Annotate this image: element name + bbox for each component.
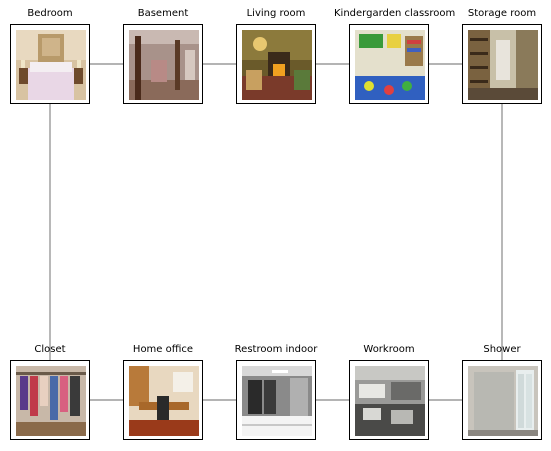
node-label: Workroom — [363, 344, 415, 355]
storage-room-photo — [468, 30, 538, 100]
classroom-photo — [355, 30, 425, 100]
restroom-photo — [242, 366, 312, 436]
home-office-photo — [129, 366, 199, 436]
node-frame — [123, 24, 203, 104]
node-frame — [236, 360, 316, 440]
bedroom-photo — [16, 30, 86, 100]
node-frame — [349, 360, 429, 440]
living-room-photo — [242, 30, 312, 100]
node-frame — [349, 24, 429, 104]
node-frame — [10, 360, 90, 440]
node-frame — [462, 24, 542, 104]
basement-photo — [129, 30, 199, 100]
node-label: Storage room — [467, 8, 537, 19]
node-frame — [10, 24, 90, 104]
node-frame — [123, 360, 203, 440]
node-label: Shower — [483, 344, 521, 355]
node-label: Living room — [246, 8, 306, 19]
workroom-photo — [355, 366, 425, 436]
node-label: Basement — [137, 8, 189, 19]
shower-photo — [468, 366, 538, 436]
node-label: Closet — [34, 344, 66, 355]
node-frame — [236, 24, 316, 104]
node-label: Restroom indoor — [234, 344, 318, 355]
node-label: Bedroom — [27, 8, 73, 19]
node-label: Kindergarden classroom — [334, 8, 456, 19]
closet-photo — [16, 366, 86, 436]
node-frame — [462, 360, 542, 440]
node-label: Home office — [132, 344, 194, 355]
